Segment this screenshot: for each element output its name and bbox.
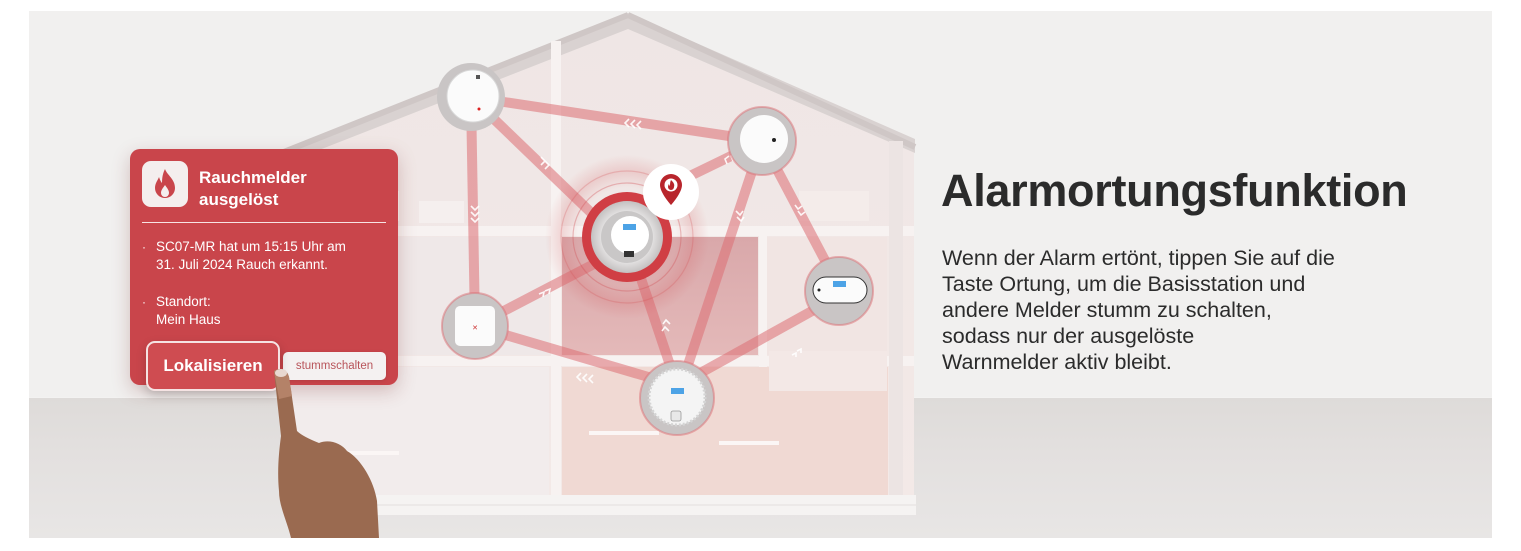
- feature-description: Wenn der Alarm ertönt, tippen Sie auf di…: [942, 245, 1412, 375]
- base-station: ✕: [441, 292, 509, 360]
- alert-title-line1: Rauchmelder: [199, 168, 307, 187]
- mute-button[interactable]: stummschalten: [283, 352, 386, 380]
- combo-detector-ground: [639, 360, 715, 436]
- description-line: Wenn der Alarm ertönt, tippen Sie auf di…: [942, 246, 1335, 270]
- detection-text-line2: 31. Juli 2024 Rauch erkannt.: [156, 257, 328, 272]
- triggered-detector: [582, 192, 672, 282]
- co-detector: [804, 256, 874, 326]
- alert-title-line2: ausgelöst: [199, 190, 279, 209]
- alert-divider: [142, 222, 386, 223]
- location-label: Standort:: [156, 294, 211, 309]
- alert-icon-box: [142, 161, 188, 207]
- svg-text:✕: ✕: [472, 324, 478, 332]
- alert-title: Rauchmelder ausgelöst: [199, 167, 389, 211]
- detection-text-line1: SC07-MR hat um 15:15 Uhr am: [156, 239, 346, 254]
- feature-title: Alarmortungsfunktion: [941, 165, 1408, 216]
- alert-detail-detection: · SC07-MR hat um 15:15 Uhr am 31. Juli 2…: [142, 238, 392, 274]
- bullet: ·: [142, 295, 146, 309]
- locate-button[interactable]: Lokalisieren: [146, 341, 280, 391]
- flame-icon: [155, 169, 175, 198]
- bullet: ·: [142, 240, 146, 254]
- location-value: Mein Haus: [156, 312, 221, 327]
- location-pin: [643, 164, 699, 220]
- promo-banner: ✕ Rauchmelder ausgelöst ·: [29, 11, 1492, 538]
- description-line: sodass nur der ausgelöste: [942, 324, 1195, 348]
- description-line: Warnmelder aktiv bleibt.: [942, 350, 1172, 374]
- description-line: Taste Ortung, um die Basisstation und: [942, 272, 1306, 296]
- alert-detail-location: · Standort: Mein Haus: [142, 293, 392, 329]
- description-line: andere Melder stumm zu schalten,: [942, 298, 1272, 322]
- smoke-detector-attic-left: [437, 63, 505, 131]
- smoke-detector-attic-right: [727, 106, 797, 176]
